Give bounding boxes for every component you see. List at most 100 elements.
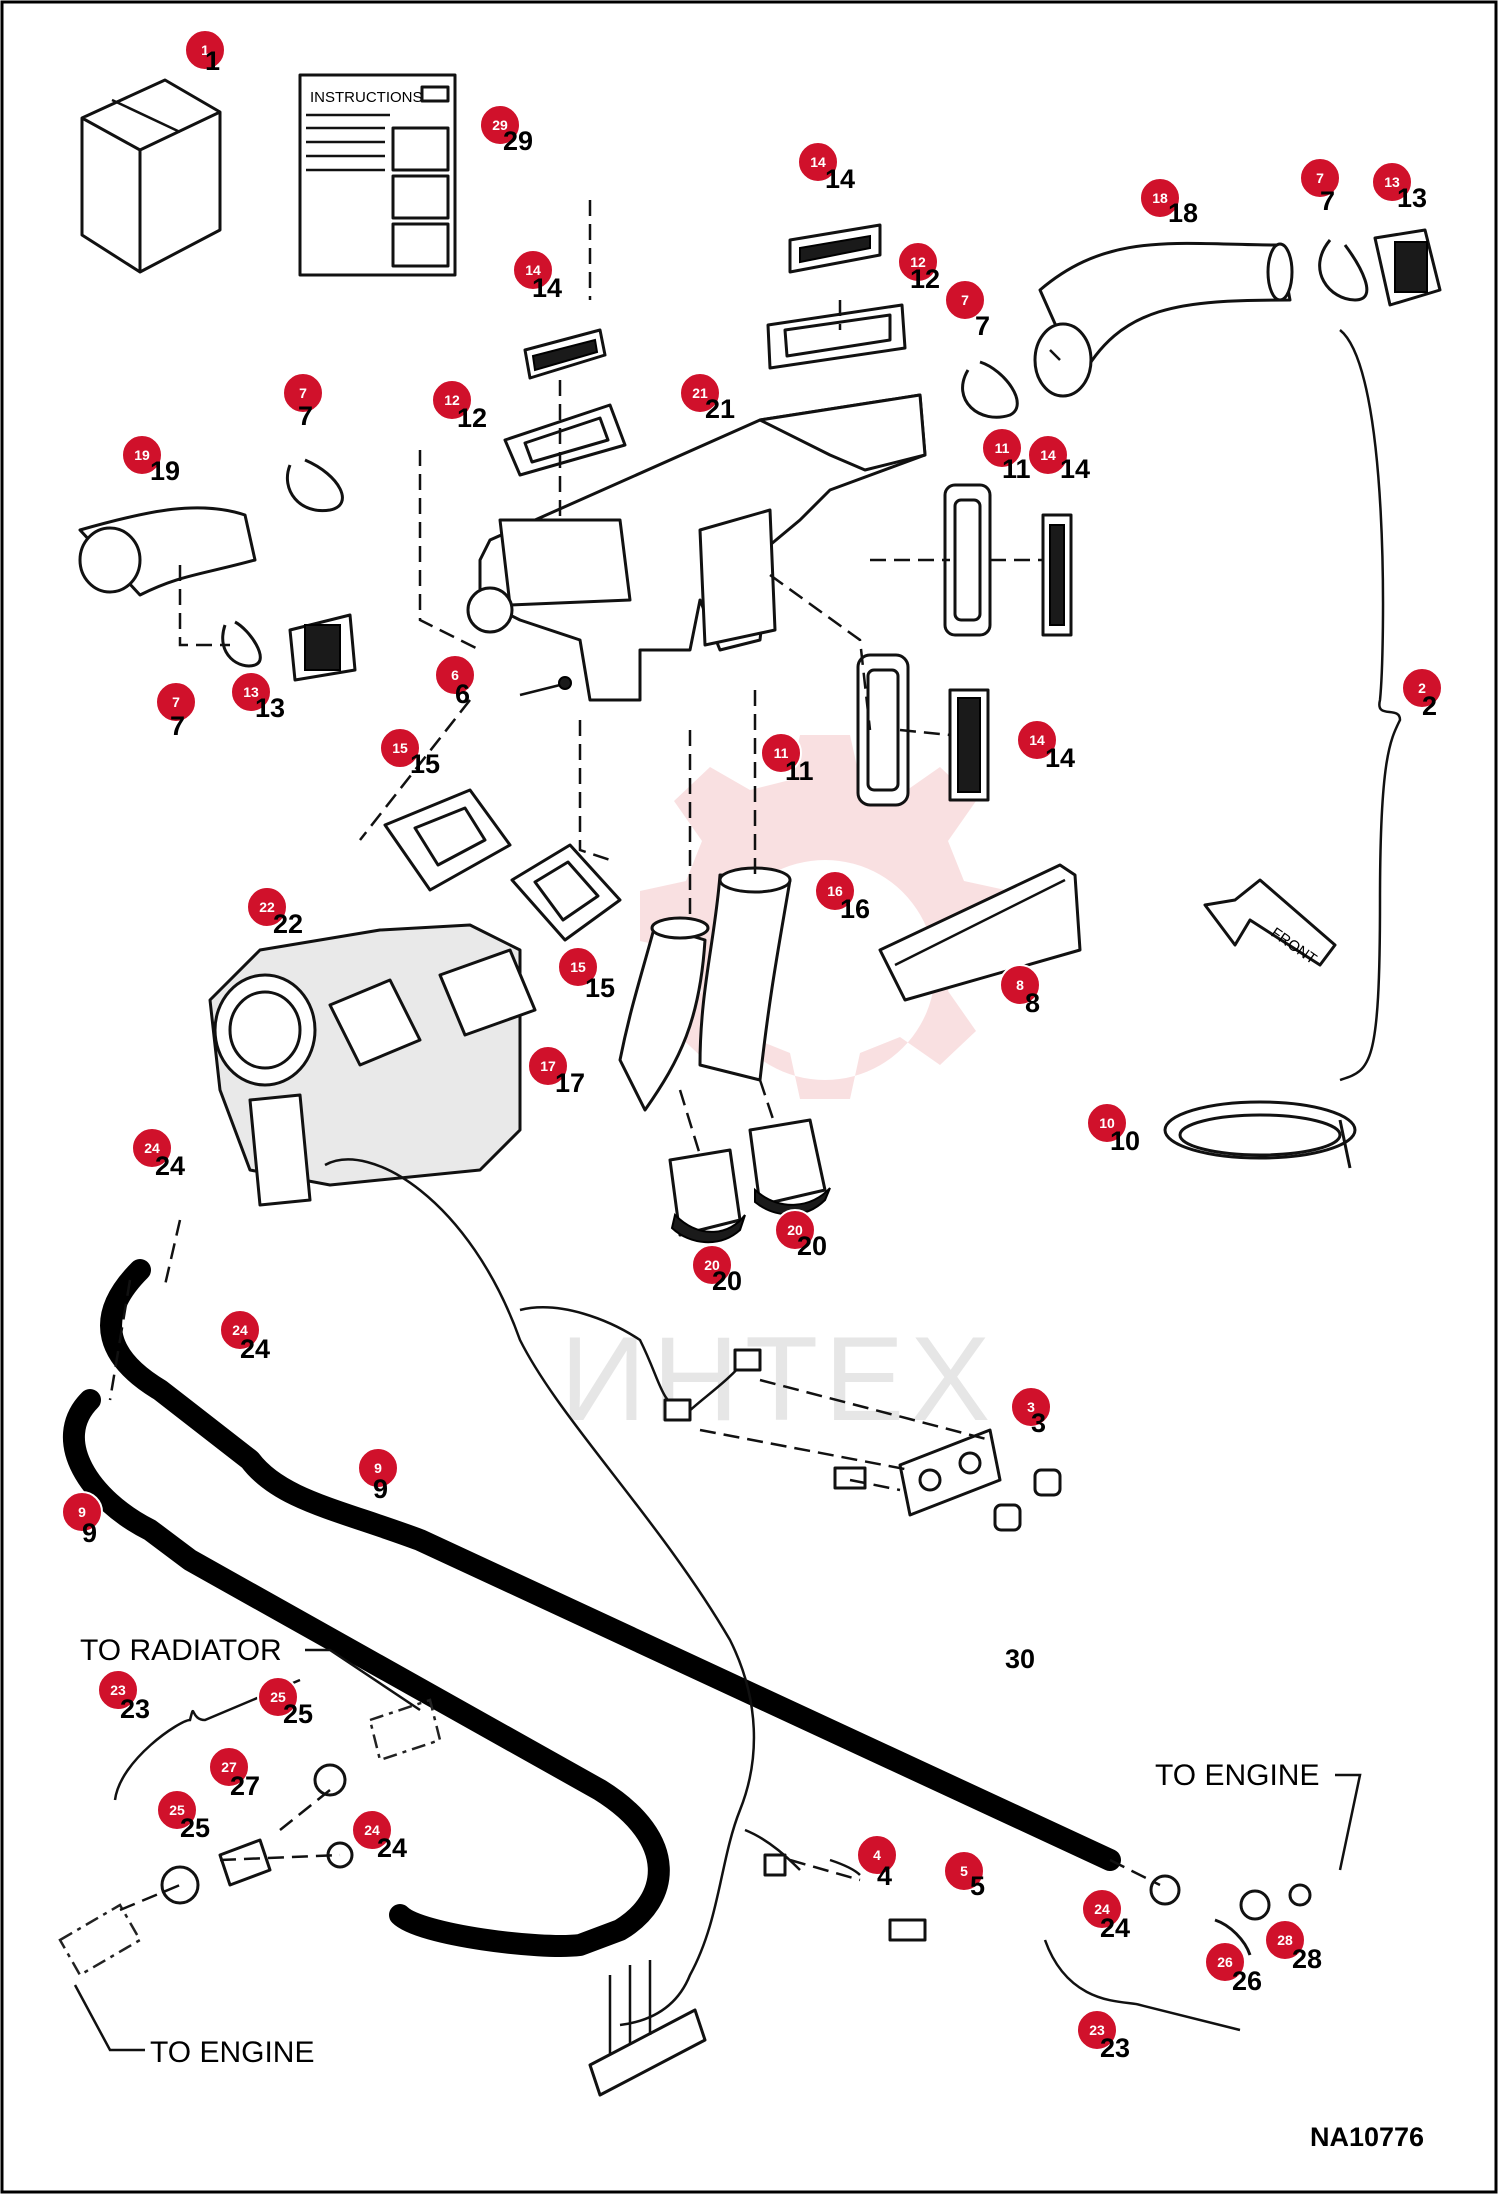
vent-14-right-top xyxy=(1041,513,1073,637)
vent-14-right-bottom xyxy=(948,688,990,802)
callout-number: 27 xyxy=(230,1771,260,1801)
callout-number: 23 xyxy=(120,1694,150,1724)
assembly-lines xyxy=(108,200,1161,1912)
callout-c7d: 77 xyxy=(155,681,197,741)
gasket-15-a xyxy=(383,788,512,892)
label-number-30: 30 xyxy=(1005,1644,1035,1674)
callout-bubble-number: 23 xyxy=(1089,2022,1105,2038)
callout-bubble xyxy=(1010,1386,1052,1428)
duct-assembly-part-21 xyxy=(466,393,927,702)
callout-bubble-number: 13 xyxy=(243,684,259,700)
callout-bubble-number: 16 xyxy=(827,883,843,899)
callout-number: 22 xyxy=(273,909,303,939)
callout-bubble-number: 7 xyxy=(1316,170,1324,186)
callout-bubble-number: 3 xyxy=(1027,1399,1035,1415)
callout-number: 13 xyxy=(1397,183,1427,213)
callout-bubble-number: 14 xyxy=(810,154,826,170)
callout-bubble xyxy=(351,1809,393,1851)
callout-number: 16 xyxy=(840,894,870,924)
callout-bubble-number: 29 xyxy=(492,117,508,133)
callout-bubble-number: 12 xyxy=(444,392,460,408)
callout-bubble xyxy=(257,1676,299,1718)
callout-number: 2 xyxy=(1422,691,1437,721)
bracket-23-right xyxy=(1043,1939,1241,2032)
callout-number: 13 xyxy=(255,693,285,723)
callout-bubble xyxy=(981,427,1023,469)
callout-number: 25 xyxy=(180,1813,210,1843)
callout-number: 11 xyxy=(785,756,814,786)
callout-number: 11 xyxy=(1002,454,1031,484)
callout-bubble xyxy=(691,1244,733,1286)
callout-bubble xyxy=(1264,1919,1306,1961)
callout-bubble-number: 10 xyxy=(1099,1115,1115,1131)
callout-bubble xyxy=(156,1789,198,1831)
clamp-7-left-top xyxy=(285,458,344,513)
callout-bubble xyxy=(357,1447,399,1489)
outlet-20-right xyxy=(748,1118,831,1216)
callout-number: 21 xyxy=(705,394,735,424)
callout-bubble-number: 6 xyxy=(451,667,459,683)
callout-bubble-number: 12 xyxy=(910,254,926,270)
callout-number: 10 xyxy=(1110,1126,1140,1156)
callout-bubble-number: 27 xyxy=(221,1759,237,1775)
callout-bubble-number: 25 xyxy=(169,1802,185,1818)
callout-bubble xyxy=(434,654,476,696)
callout-number: 17 xyxy=(555,1068,585,1098)
callout-bubble-number: 20 xyxy=(704,1257,720,1273)
label-to-radiator: TO RADIATOR xyxy=(80,1634,282,1667)
callout-number: 20 xyxy=(712,1266,742,1296)
callout-bubble xyxy=(943,1850,985,1892)
callout-c7c: 77 xyxy=(282,372,324,431)
callout-bubble xyxy=(774,1209,816,1251)
callout-bubble xyxy=(431,379,473,421)
callout-bubble xyxy=(1016,719,1058,761)
instructions-label: INSTRUCTIONS xyxy=(310,89,423,106)
callout-bubble-number: 7 xyxy=(961,292,969,308)
wiring-harness xyxy=(324,1158,927,2027)
label-to-engine-right: TO ENGINE xyxy=(1155,1759,1319,1792)
callout-bubble xyxy=(527,1045,569,1087)
watermark: ИНТЕХ xyxy=(560,735,1010,1446)
callout-bubble xyxy=(479,104,521,146)
engine-fittings xyxy=(1149,1874,1312,1956)
callout-bubble xyxy=(208,1746,250,1788)
front-arrow: FRONT xyxy=(1203,878,1337,968)
callout-bubble xyxy=(760,732,802,774)
callout-bubble-number: 11 xyxy=(774,745,789,761)
callout-bubble-number: 5 xyxy=(960,1863,968,1879)
seal-12-top xyxy=(766,303,907,370)
clamp-7-left-bottom xyxy=(221,620,262,668)
callout-bubble-number: 8 xyxy=(1016,977,1024,993)
vent-14-top xyxy=(788,223,882,274)
callout-bubble xyxy=(679,372,721,414)
watermark-gear-icon xyxy=(640,735,1010,1099)
callout-bubble xyxy=(184,29,226,71)
callout-number: 8 xyxy=(1025,988,1040,1018)
callout-bubble-number: 14 xyxy=(525,262,541,278)
callout-bubble-number: 24 xyxy=(144,1140,160,1156)
callout-number: 12 xyxy=(910,264,940,294)
screw-part-6 xyxy=(519,676,572,697)
callout-bubble xyxy=(944,279,986,321)
callout-c6: 66 xyxy=(434,654,476,709)
duct-part-16 xyxy=(698,866,792,1082)
callout-bubble xyxy=(97,1669,139,1711)
callout-number: 15 xyxy=(410,749,440,779)
callout-number: 14 xyxy=(532,273,562,303)
